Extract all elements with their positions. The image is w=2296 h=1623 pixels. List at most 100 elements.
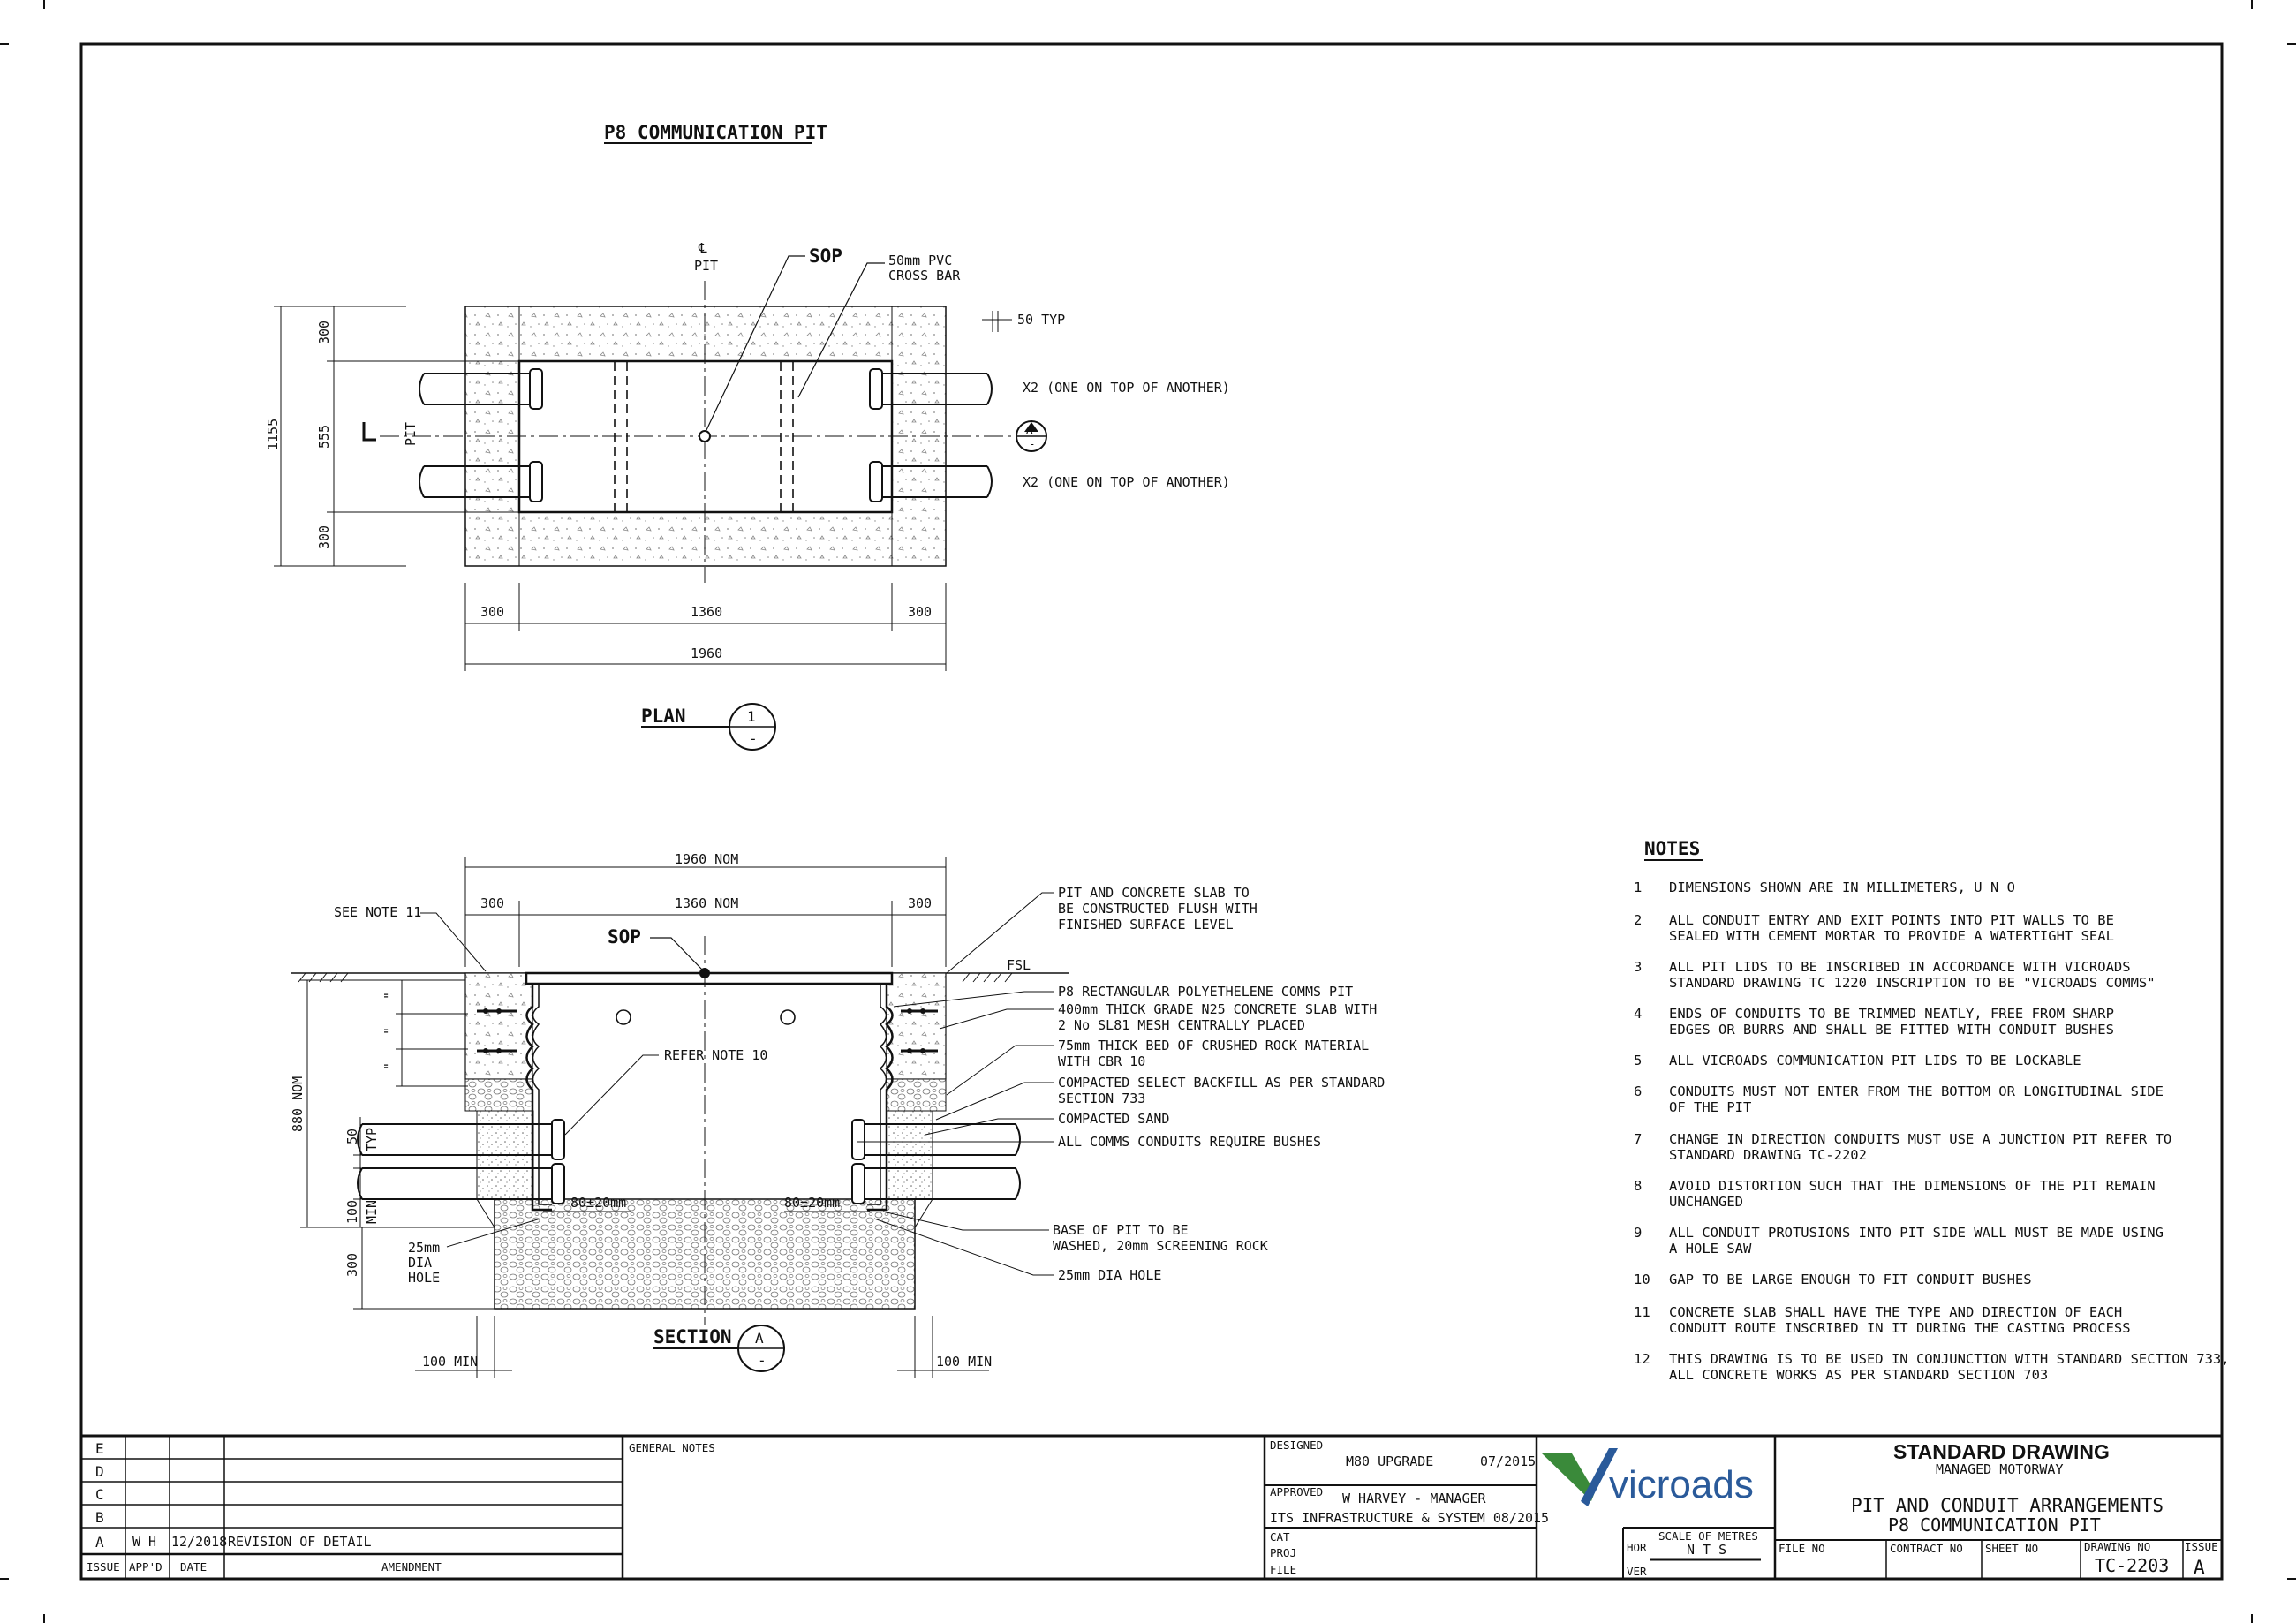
note-line: OF THE PIT bbox=[1669, 1099, 1751, 1115]
callout-4b: WITH CBR 10 bbox=[1058, 1053, 1145, 1069]
rev-header-appd: APP'D bbox=[129, 1560, 162, 1574]
dim-sec-typ: TYP bbox=[364, 1128, 380, 1151]
note-line: ALL CONCRETE WORKS AS PER STANDARD SECTI… bbox=[1669, 1367, 2048, 1383]
callout-9: 25mm DIA HOLE bbox=[1058, 1267, 1161, 1283]
note-line: DIMENSIONS SHOWN ARE IN MILLIMETERS, U N… bbox=[1669, 879, 2015, 895]
plan-title: PLAN bbox=[641, 706, 686, 727]
hole-label-2: DIA bbox=[408, 1255, 432, 1271]
note-line: THIS DRAWING IS TO BE USED IN CONJUNCTIO… bbox=[1669, 1351, 2230, 1367]
dim-gap-left: 80±20mm bbox=[570, 1195, 626, 1211]
cat-label: CAT bbox=[1270, 1530, 1290, 1544]
sheet-no-label: SHEET NO bbox=[1985, 1542, 2038, 1555]
note-line: ENDS OF CONDUITS TO BE TRIMMED NEATLY, F… bbox=[1669, 1006, 2114, 1022]
callout-1c: FINISHED SURFACE LEVEL bbox=[1058, 917, 1234, 932]
file-no-label: FILE NO bbox=[1779, 1542, 1825, 1555]
dim-sec-base: 300 bbox=[344, 1253, 360, 1277]
managed-label: MANAGED MOTORWAY bbox=[1936, 1461, 2064, 1477]
notes-heading: NOTES bbox=[1644, 838, 1700, 859]
section-view: 1960 NOM 300 1360 NOM 300 880 NOM 300 " … bbox=[290, 851, 1385, 1378]
note-line: AVOID DISTORTION SUCH THAT THE DIMENSION… bbox=[1669, 1178, 2156, 1194]
designed-label: DESIGNED bbox=[1270, 1438, 1323, 1452]
section-marker-num: A bbox=[755, 1330, 764, 1347]
typ50-label: 50 TYP bbox=[1017, 312, 1065, 328]
callout-7: ALL COMMS CONDUITS REQUIRE BUSHES bbox=[1058, 1134, 1321, 1150]
rev-date-a: 12/2018 bbox=[171, 1534, 227, 1550]
note-number: 9 bbox=[1634, 1225, 1642, 1241]
notes-block: NOTES 1 DIMENSIONS SHOWN ARE IN MILLIMETE… bbox=[1634, 838, 2230, 1383]
rev-issue-b: B bbox=[95, 1509, 104, 1526]
title-block bbox=[81, 1434, 2222, 1579]
dim-sec-typ-val: 50 bbox=[344, 1129, 360, 1144]
plan-view: A - ℄ PIT SOP 50mm PVC CROSS BAR 50 TYP … bbox=[265, 240, 1230, 751]
approved-label: APPROVED bbox=[1270, 1485, 1323, 1498]
logo-text: vicroads bbox=[1609, 1463, 1754, 1506]
rev-issue-a: A bbox=[95, 1534, 104, 1551]
dim-plan-center: 1360 bbox=[691, 604, 722, 620]
scale-block: HOR VER SCALE OF METRES N T S bbox=[1627, 1529, 1758, 1578]
dim-sec-min-val: 100 bbox=[344, 1200, 360, 1224]
dim-plan-bottom: 300 bbox=[316, 525, 332, 549]
rev-header-date: DATE bbox=[180, 1560, 207, 1574]
designed-date: 07/2015 bbox=[1480, 1453, 1536, 1469]
note-number: 5 bbox=[1634, 1053, 1642, 1068]
callout-8a: BASE OF PIT TO BE bbox=[1053, 1222, 1189, 1238]
svg-text:": " bbox=[381, 992, 397, 1000]
note-number: 11 bbox=[1634, 1304, 1650, 1320]
dim-plan-top: 300 bbox=[316, 321, 332, 344]
callout-5a: COMPACTED SELECT BACKFILL AS PER STANDAR… bbox=[1058, 1075, 1385, 1091]
rev-header-amendment: AMENDMENT bbox=[381, 1560, 442, 1574]
scale-value: N T S bbox=[1687, 1542, 1726, 1558]
note-line: GAP TO BE LARGE ENOUGH TO FIT CONDUIT BU… bbox=[1669, 1272, 2032, 1287]
note-number: 6 bbox=[1634, 1083, 1642, 1099]
callout-6: COMPACTED SAND bbox=[1058, 1111, 1169, 1127]
note-line: ALL CONDUIT ENTRY AND EXIT POINTS INTO P… bbox=[1669, 912, 2114, 928]
designed-block: DESIGNED M80 UPGRADE 07/2015 APPROVED W … bbox=[1270, 1438, 1549, 1576]
drawing-title: P8 COMMUNICATION PIT bbox=[604, 122, 827, 143]
sheet-title-block: STANDARD DRAWING MANAGED MOTORWAY PIT AN… bbox=[1779, 1440, 2218, 1578]
callout-4a: 75mm THICK BED OF CRUSHED ROCK MATERIAL bbox=[1058, 1038, 1369, 1053]
note-number: 1 bbox=[1634, 879, 1642, 895]
note-line: UNCHANGED bbox=[1669, 1194, 1743, 1210]
dim-sec-depth: 880 NOM bbox=[290, 1076, 306, 1132]
refer-note-label: REFER NOTE 10 bbox=[664, 1047, 767, 1063]
dim-sec-nom-w: 1960 NOM bbox=[675, 851, 738, 867]
hor-label: HOR bbox=[1627, 1541, 1647, 1554]
note-line: CONDUIT ROUTE INSCRIBED IN IT DURING THE… bbox=[1669, 1320, 2131, 1336]
approved-org: ITS INFRASTRUCTURE & SYSTEM 08/2015 bbox=[1270, 1510, 1549, 1526]
rev-issue-d: D bbox=[95, 1463, 104, 1480]
callout-8b: WASHED, 20mm SCREENING ROCK bbox=[1053, 1238, 1268, 1254]
plan-cl-pit-side: PIT bbox=[403, 422, 419, 446]
revision-table: E D C B A W H 12/2018 REVISION OF DETAIL… bbox=[87, 1440, 442, 1574]
rev-issue-c: C bbox=[95, 1486, 104, 1503]
plan-cl-pit: PIT bbox=[694, 258, 718, 274]
proj-label: PROJ bbox=[1270, 1546, 1296, 1559]
ver-label: VER bbox=[1627, 1565, 1647, 1578]
designed-value: M80 UPGRADE bbox=[1346, 1453, 1433, 1469]
note-line: SEALED WITH CEMENT MORTAR TO PROVIDE A W… bbox=[1669, 928, 2114, 944]
rev-issue-e: E bbox=[95, 1440, 104, 1457]
svg-text:": " bbox=[381, 1027, 397, 1035]
dim-plan-right: 300 bbox=[908, 604, 932, 620]
dim-min-left: 100 MIN bbox=[422, 1354, 478, 1370]
dim-sec-min: MIN bbox=[364, 1200, 380, 1224]
sheet-subtitle: P8 COMMUNICATION PIT bbox=[1888, 1514, 2101, 1536]
section-marker-sub: - bbox=[758, 1352, 767, 1369]
note-line: STANDARD DRAWING TC-2202 bbox=[1669, 1147, 1867, 1163]
x2-bottom-label: X2 (ONE ON TOP OF ANOTHER) bbox=[1023, 474, 1230, 490]
callout-5b: SECTION 733 bbox=[1058, 1091, 1145, 1106]
dim-sec-left: 300 bbox=[480, 895, 504, 911]
dim-sec-center: 1360 NOM bbox=[675, 895, 738, 911]
svg-text:": " bbox=[381, 1062, 397, 1070]
note-line: ALL PIT LIDS TO BE INSCRIBED IN ACCORDAN… bbox=[1669, 959, 2131, 975]
rev-header-issue: ISSUE bbox=[87, 1560, 120, 1574]
note-number: 3 bbox=[1634, 959, 1642, 975]
x2-top-label: X2 (ONE ON TOP OF ANOTHER) bbox=[1023, 380, 1230, 396]
plan-section-mark-sub: - bbox=[1029, 437, 1036, 450]
file-label: FILE bbox=[1270, 1563, 1296, 1576]
dim-sec-right: 300 bbox=[908, 895, 932, 911]
hole-label-1: 25mm bbox=[408, 1240, 440, 1256]
sheet-title: PIT AND CONDUIT ARRANGEMENTS bbox=[1851, 1495, 2164, 1516]
note-number: 4 bbox=[1634, 1006, 1642, 1022]
issue-label: ISSUE bbox=[2185, 1540, 2218, 1553]
